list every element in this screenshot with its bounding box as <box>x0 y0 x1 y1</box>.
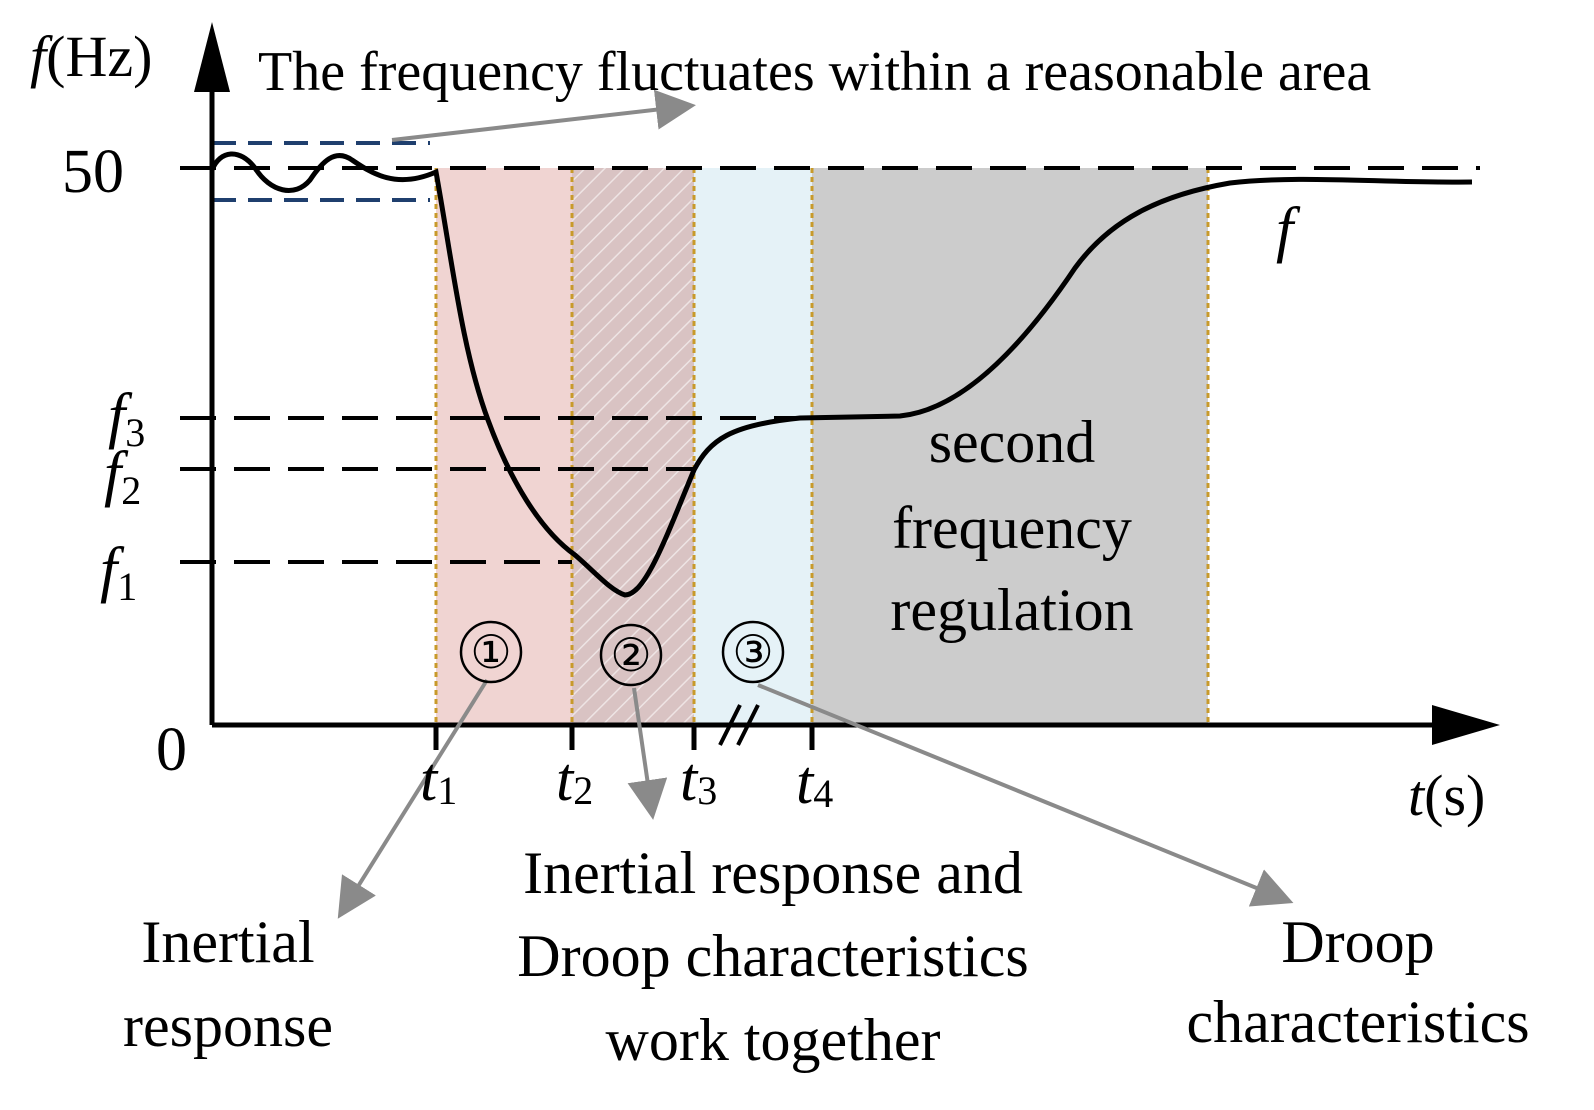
arrow-to-title <box>391 89 696 142</box>
label-t3: t3 <box>680 746 717 814</box>
diagram-title: The frequency fluctuates within a reason… <box>258 41 1371 103</box>
x-axis-label: t(s) <box>1408 763 1485 828</box>
reference-lines <box>180 166 1480 564</box>
together-line1: Inertial response and <box>523 840 1023 906</box>
region4-line1: second <box>929 409 1096 475</box>
axis-break <box>718 704 760 746</box>
droop-line1: Droop <box>1281 909 1434 975</box>
pointer-arrows <box>337 89 1294 919</box>
curve-label: f <box>1276 196 1301 264</box>
region4-line2: frequency <box>892 495 1132 561</box>
inertial-line2: response <box>123 993 333 1059</box>
region-marker-2: ② <box>610 630 651 681</box>
region-marker-1: ① <box>470 627 511 678</box>
frequency-curve <box>209 151 1473 598</box>
arrow-to-droop <box>757 683 1294 907</box>
inertial-line1: Inertial <box>141 909 314 975</box>
region-1-shade <box>436 168 572 725</box>
reasonable-band <box>212 141 430 202</box>
axes <box>194 22 1500 750</box>
label-t1: t1 <box>420 746 457 814</box>
arrow-to-inertial <box>337 678 489 919</box>
together-line3: work together <box>606 1007 941 1073</box>
label-t4: t4 <box>796 749 833 817</box>
y-axis-label: f(Hz) <box>30 24 152 89</box>
label-t2: t2 <box>556 746 593 814</box>
region-2-hatch <box>572 168 694 725</box>
x-axis-arrowhead <box>1432 705 1500 745</box>
y-axis-arrowhead <box>194 22 230 92</box>
arrow-to-together <box>627 687 668 820</box>
region-markers: ① ② ③ <box>459 620 785 687</box>
region-4-shade <box>812 168 1208 725</box>
origin-label: 0 <box>156 716 187 784</box>
region4-line3: regulation <box>890 577 1133 643</box>
droop-line2: characteristics <box>1186 989 1529 1055</box>
region-boundaries <box>434 168 1210 725</box>
together-line2: Droop characteristics <box>517 923 1028 989</box>
region-marker-3: ③ <box>732 627 773 678</box>
label-f1: f1 <box>100 536 137 609</box>
y-tick-50: 50 <box>62 138 124 206</box>
